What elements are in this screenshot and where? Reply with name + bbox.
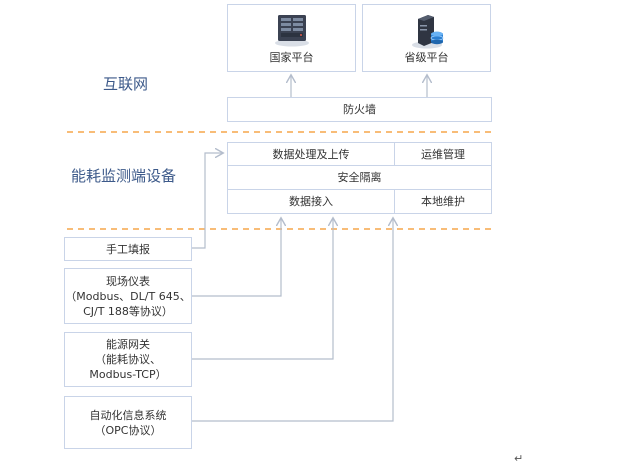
arrow-meters-to-access — [192, 219, 281, 297]
database-server-icon — [408, 13, 446, 53]
field-meters-node: 现场仪表 （Modbus、DL/T 645、 CJ/T 188等协议） — [64, 268, 192, 324]
arrow-gateway-to-access — [192, 219, 333, 360]
arrow-automation-to-maintenance — [192, 219, 393, 422]
device-section-label: 能耗监测端设备 — [71, 167, 177, 185]
arrow-manual-to-processing — [192, 153, 222, 249]
server-rack-icon — [273, 13, 311, 51]
firewall-node: 防火墙 — [227, 97, 492, 122]
manual-entry-node: 手工填报 — [64, 237, 192, 261]
local-maintenance-node: 本地维护 — [394, 189, 492, 214]
processing-upload-node: 数据处理及上传 — [227, 142, 395, 166]
ops-management-node: 运维管理 — [394, 142, 492, 166]
internet-section-label: 互联网 — [103, 75, 149, 93]
security-isolation-node: 安全隔离 — [227, 165, 492, 190]
provincial-platform-label: 省级平台 — [404, 51, 449, 64]
provincial-platform-node: 省级平台 — [362, 4, 491, 72]
energy-gateway-node: 能源网关 （能耗协议、 Modbus-TCP） — [64, 332, 192, 387]
national-platform-node: 国家平台 — [227, 4, 356, 72]
national-platform-label: 国家平台 — [269, 51, 314, 64]
data-access-node: 数据接入 — [227, 189, 395, 214]
automation-system-node: 自动化信息系统 （OPC协议） — [64, 396, 192, 449]
paragraph-return-mark: ↵ — [514, 452, 524, 465]
